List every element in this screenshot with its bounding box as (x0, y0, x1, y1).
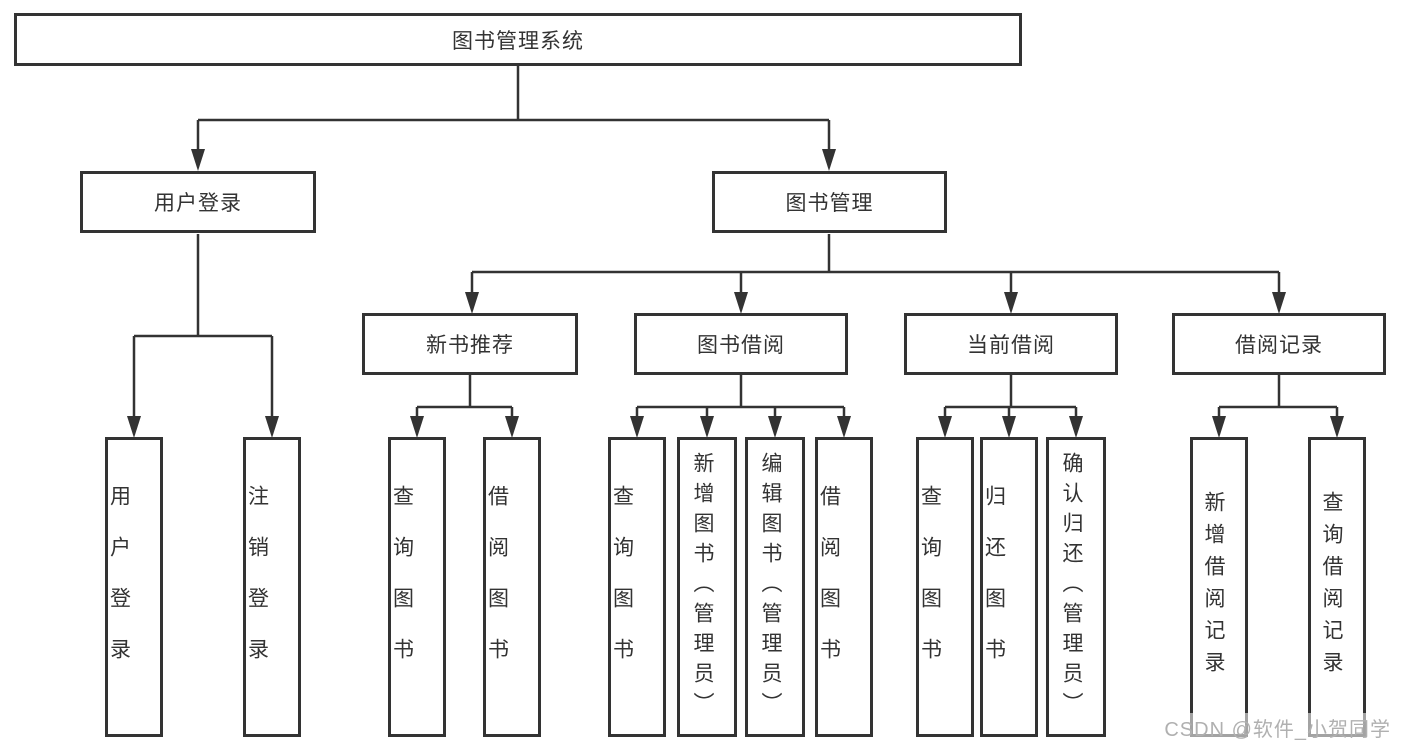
leaf-query-borrow-record: 查询借阅记录 (1308, 437, 1366, 737)
leaf-query-books-2-label: 查询图书 (610, 485, 634, 689)
node-book-borrowing-label: 图书借阅 (697, 334, 785, 357)
leaf-borrow-books-1: 借阅图书 (483, 437, 541, 737)
node-current-borrowing: 当前借阅 (904, 313, 1118, 375)
arrowheads (127, 149, 1344, 438)
leaf-user-login-label: 用户登录 (107, 485, 131, 689)
leaf-query-books-3-label: 查询图书 (918, 485, 942, 689)
leaf-borrow-books-2-label: 借阅图书 (817, 485, 841, 689)
leaf-borrow-books-2: 借阅图书 (815, 437, 873, 737)
node-borrowing-records: 借阅记录 (1172, 313, 1386, 375)
node-book-borrowing: 图书借阅 (634, 313, 848, 375)
leaf-query-books-1-label: 查询图书 (390, 485, 414, 689)
node-new-book-recommend-label: 新书推荐 (426, 334, 514, 357)
leaf-logout: 注销登录 (243, 437, 301, 737)
node-book-management: 图书管理 (712, 171, 947, 233)
node-root: 图书管理系统 (14, 13, 1022, 66)
leaf-return-books: 归还图书 (980, 437, 1038, 737)
leaf-edit-books-admin: 编辑图书（管理员） (745, 437, 805, 737)
leaf-query-books-1: 查询图书 (388, 437, 446, 737)
leaf-query-books-3: 查询图书 (916, 437, 974, 737)
node-current-borrowing-label: 当前借阅 (967, 334, 1055, 357)
leaf-borrow-books-1-label: 借阅图书 (485, 485, 509, 689)
leaf-edit-books-admin-label: 编辑图书（管理员） (759, 452, 782, 722)
leaf-add-books-admin-label: 新增图书（管理员） (691, 452, 714, 722)
leaf-user-login: 用户登录 (105, 437, 163, 737)
node-user-login-label: 用户登录 (154, 192, 242, 215)
leaf-logout-label: 注销登录 (245, 485, 269, 689)
leaf-confirm-return-admin-label: 确认归还（管理员） (1060, 452, 1083, 722)
node-book-management-label: 图书管理 (785, 192, 874, 215)
node-user-login: 用户登录 (80, 171, 316, 233)
leaf-add-books-admin: 新增图书（管理员） (677, 437, 737, 737)
leaf-add-borrow-record: 新增借阅记录 (1190, 437, 1248, 737)
leaf-confirm-return-admin: 确认归还（管理员） (1046, 437, 1106, 737)
leaf-query-books-2: 查询图书 (608, 437, 666, 737)
csdn-watermark: CSDN @软件_小贺同学 (1162, 713, 1393, 742)
node-borrowing-records-label: 借阅记录 (1235, 334, 1323, 357)
leaf-add-borrow-record-label: 新增借阅记录 (1202, 491, 1225, 683)
node-new-book-recommend: 新书推荐 (362, 313, 578, 375)
leaf-return-books-label: 归还图书 (982, 485, 1006, 689)
node-root-label: 图书管理系统 (452, 29, 584, 53)
leaf-query-borrow-record-label: 查询借阅记录 (1320, 491, 1343, 683)
